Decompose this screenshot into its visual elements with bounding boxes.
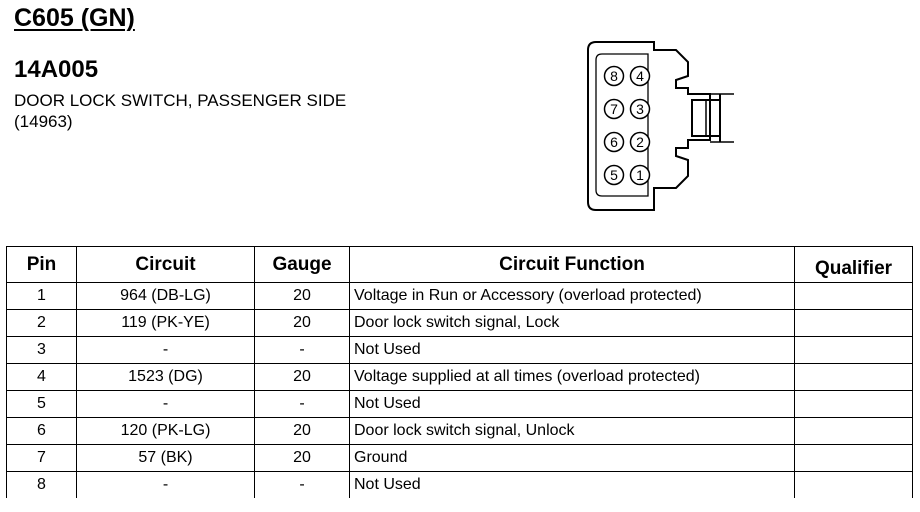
pin-4: 4: [629, 65, 651, 87]
qualifier-cell: [794, 336, 913, 364]
gauge-cell: 20: [254, 417, 350, 445]
header-qualifier: Qualifier: [794, 246, 913, 283]
connector-description: DOOR LOCK SWITCH, PASSENGER SIDE (14963): [14, 91, 347, 131]
qualifier-cell: [794, 363, 913, 391]
function-cell: Voltage supplied at all times (overload …: [349, 363, 795, 391]
header-gauge: Gauge: [254, 246, 350, 283]
pin-7: 7: [603, 98, 625, 120]
gauge-cell: 20: [254, 363, 350, 391]
pin-cell: 3: [6, 336, 77, 364]
circuit-cell: 57 (BK): [76, 444, 255, 472]
table-header-row: Pin Circuit Gauge Circuit Function Quali…: [6, 246, 913, 283]
pin-label-2: 2: [636, 134, 644, 150]
pin-5: 5: [603, 164, 625, 186]
gauge-cell: -: [254, 390, 350, 418]
pin-cell: 8: [6, 471, 77, 498]
pinout-table: Pin Circuit Gauge Circuit Function Quali…: [6, 246, 913, 498]
pin-2: 2: [629, 131, 651, 153]
pin-cell: 5: [6, 390, 77, 418]
gauge-cell: 20: [254, 282, 350, 310]
pin-label-4: 4: [636, 68, 644, 84]
function-cell: Voltage in Run or Accessory (overload pr…: [349, 282, 795, 310]
circuit-cell: -: [76, 471, 255, 498]
function-cell: Not Used: [349, 336, 795, 364]
connector-body-outline: [587, 41, 711, 211]
table-row: 6 120 (PK-LG) 20 Door lock switch signal…: [6, 417, 913, 445]
gauge-cell: -: [254, 471, 350, 498]
table-row: 8 - - Not Used: [6, 471, 913, 498]
table-row: 3 - - Not Used: [6, 336, 913, 364]
header-pin: Pin: [6, 246, 77, 283]
pin-label-8: 8: [610, 68, 618, 84]
connector-cavity-outline: [595, 53, 649, 197]
qualifier-cell: [794, 417, 913, 445]
pin-label-1: 1: [636, 167, 644, 183]
pin-cell: 1: [6, 282, 77, 310]
gauge-cell: -: [254, 336, 350, 364]
function-cell: Not Used: [349, 390, 795, 418]
function-cell: Ground: [349, 444, 795, 472]
pin-label-3: 3: [636, 101, 644, 117]
header-circuit: Circuit: [76, 246, 255, 283]
qualifier-cell: [794, 282, 913, 310]
function-cell: Door lock switch signal, Lock: [349, 309, 795, 337]
table-row: 5 - - Not Used: [6, 390, 913, 418]
connector-id-title: C605 (GN): [14, 4, 135, 32]
circuit-cell: 120 (PK-LG): [76, 417, 255, 445]
circuit-cell: 119 (PK-YE): [76, 309, 255, 337]
pin-cell: 7: [6, 444, 77, 472]
gauge-cell: 20: [254, 309, 350, 337]
pin-cell: 2: [6, 309, 77, 337]
circuit-cell: -: [76, 336, 255, 364]
connector-face-diagram: 8 4 7 3 6 2 5 1: [587, 41, 734, 211]
qualifier-cell: [794, 471, 913, 498]
gauge-cell: 20: [254, 444, 350, 472]
pin-1: 1: [629, 164, 651, 186]
qualifier-cell: [794, 390, 913, 418]
table-row: 2 119 (PK-YE) 20 Door lock switch signal…: [6, 309, 913, 337]
circuit-cell: 1523 (DG): [76, 363, 255, 391]
pin-label-6: 6: [610, 134, 618, 150]
circuit-cell: -: [76, 390, 255, 418]
function-cell: Door lock switch signal, Unlock: [349, 417, 795, 445]
function-cell: Not Used: [349, 471, 795, 498]
table-row: 4 1523 (DG) 20 Voltage supplied at all t…: [6, 363, 913, 391]
circuit-cell: 964 (DB-LG): [76, 282, 255, 310]
pin-8: 8: [603, 65, 625, 87]
part-number: 14A005: [14, 56, 99, 83]
table-row: 7 57 (BK) 20 Ground: [6, 444, 913, 472]
pin-6: 6: [603, 131, 625, 153]
pin-label-7: 7: [610, 101, 618, 117]
pin-cell: 6: [6, 417, 77, 445]
qualifier-cell: [794, 309, 913, 337]
pin-label-5: 5: [610, 167, 618, 183]
table-row: 1 964 (DB-LG) 20 Voltage in Run or Acces…: [6, 282, 913, 310]
pin-cell: 4: [6, 363, 77, 391]
header-circuit-function: Circuit Function: [349, 246, 795, 283]
qualifier-cell: [794, 444, 913, 472]
pin-3: 3: [629, 98, 651, 120]
